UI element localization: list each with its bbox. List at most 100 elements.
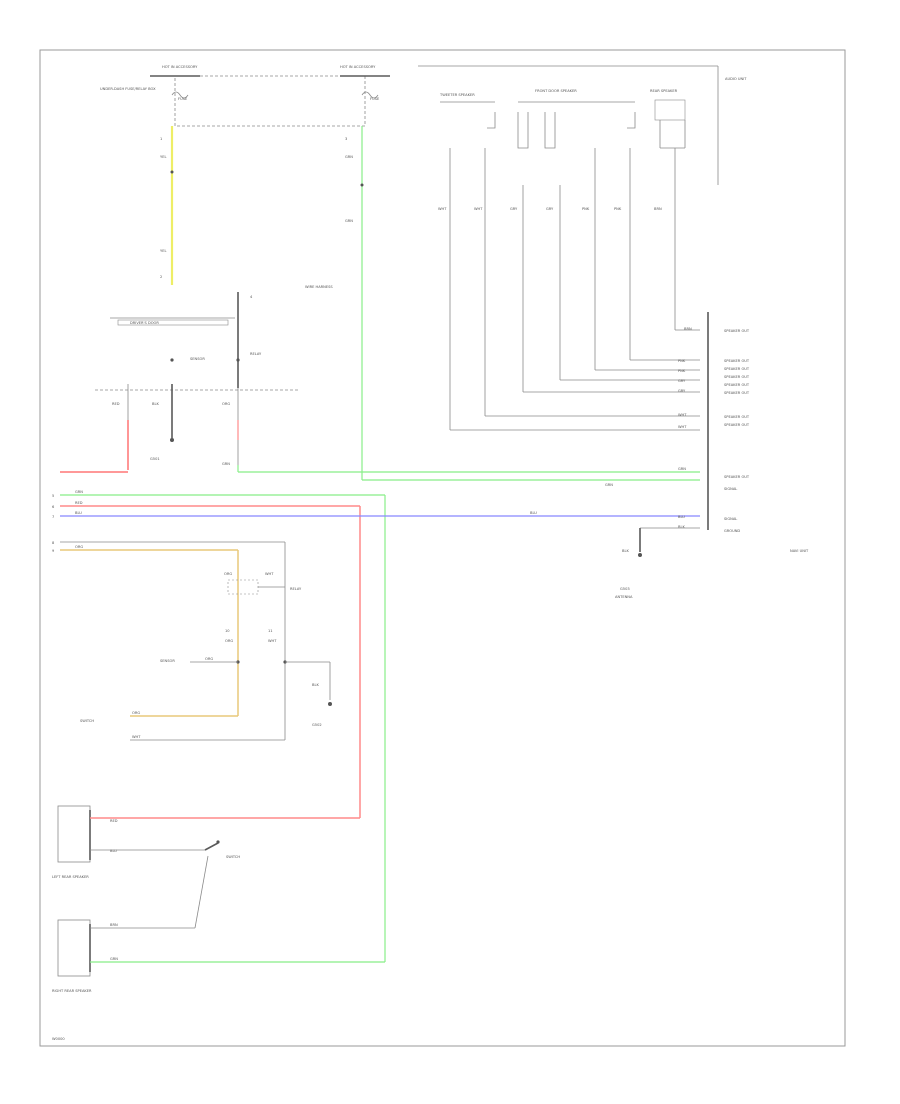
terminal-bracket [544, 112, 556, 149]
fuse-a-label: FUSE [178, 97, 188, 101]
wire-tag: YEL [160, 249, 166, 253]
wire-tag: BLU [530, 511, 537, 515]
junction-dot [236, 358, 240, 362]
ground-bottom-label: G503 [620, 587, 630, 591]
audio-unit: AUDIO UNIT TWEETER SPEAKER FRONT DOOR SP… [418, 65, 747, 185]
junction-dot [170, 170, 174, 174]
wire-tag: PNK [678, 369, 686, 373]
wire-tag: PNK [582, 207, 590, 211]
relay-side-label: RELAY [290, 587, 302, 591]
terminal-label: SPEAKER OUT [724, 391, 750, 395]
terminal-bracket [627, 112, 636, 129]
fuse-b-symbol [361, 91, 379, 99]
pin-label: 3 [345, 137, 347, 141]
right-speaker-label: RIGHT REAR SPEAKER [52, 989, 92, 993]
wire-tag: GRY [546, 207, 554, 211]
wire-tag: GRN [345, 155, 353, 159]
terminal-label: SPEAKER OUT [724, 415, 750, 419]
terminal-label: SPEAKER OUT [724, 329, 750, 333]
left-speaker-label: LEFT REAR SPEAKER [52, 875, 89, 879]
ground-dot [328, 702, 332, 706]
fuse-box-outline [174, 75, 366, 127]
pin-label: 7 [52, 515, 54, 519]
wire-tag: YEL [160, 155, 166, 159]
terminal-label: SPEAKER OUT [724, 475, 750, 479]
terminal-label: SPEAKER OUT [724, 375, 750, 379]
junction-dot [170, 358, 174, 362]
wire-tag: RED [110, 819, 118, 823]
terminal-label: SPEAKER OUT [724, 383, 750, 387]
wire-tag: GRN [678, 467, 686, 471]
speaker-1-label: TWEETER SPEAKER [439, 93, 475, 97]
wire-tag: WHT [268, 639, 277, 643]
top-mid-connector-label: HOT IN ACCESSORY [340, 65, 376, 69]
diagram-frame [39, 49, 846, 1047]
pin-label: 5 [52, 494, 54, 498]
pin-label: 1 [160, 137, 162, 141]
wire-tag: BLU [110, 849, 117, 853]
wire-tag: BLK [152, 402, 159, 406]
wire-tag: ORG [225, 639, 233, 643]
mid-switch-label: WIRE HARNESS [305, 285, 333, 289]
terminal-label: GROUND [724, 529, 740, 533]
wire-tag: WHT [438, 207, 447, 211]
wire-tag: BRN [684, 327, 692, 331]
sensor-label: SENSOR [190, 357, 205, 361]
wire-tag: GRN [345, 219, 353, 223]
wire-tag: GRN [110, 957, 118, 961]
wire-tag: ORG [224, 572, 232, 576]
right-unit: SPEAKER OUT SPEAKER OUT SPEAKER OUT SPEA… [678, 312, 809, 553]
switch-contact [204, 842, 219, 851]
wire-tag: ORG [222, 402, 230, 406]
driver-door-connector: DRIVER'S DOOR 4 WIRE HARNESS RELAY SENSO… [110, 285, 333, 388]
connector-body [117, 319, 229, 326]
bottom-switch-label: SWITCH [226, 855, 240, 859]
top-left-connector-label: HOT IN ACCESSORY [162, 65, 198, 69]
switch-label: SWITCH [80, 719, 94, 723]
wire-tag: ORG [205, 657, 213, 661]
terminal-label: SPEAKER OUT [724, 359, 750, 363]
wire-tag: BLU [75, 511, 82, 515]
pin-label: 4 [250, 295, 253, 299]
pin-label: 9 [52, 549, 55, 553]
ground-label-1: G501 [150, 457, 160, 461]
relay-block: ORG WHT RELAY 10 11 ORG WHT [224, 572, 302, 643]
ground-dot [170, 438, 174, 442]
left-rear-speaker: LEFT REAR SPEAKER RED BLU [52, 805, 118, 879]
pin-label: 10 [225, 629, 230, 633]
terminal-label: SPEAKER OUT [724, 367, 750, 371]
wire-tag: GRY [678, 389, 686, 393]
left-speaker-box [57, 805, 91, 863]
pin-label: 6 [52, 505, 55, 509]
terminal-bracket [487, 112, 496, 129]
pin-label: 11 [268, 629, 273, 633]
wire-tag: BRN [110, 923, 118, 927]
wire-tag: RED [112, 402, 120, 406]
wire-tag: GRY [510, 207, 518, 211]
fuse-b-label: FUSE [370, 97, 380, 101]
terminal-label: SIGNAL [724, 487, 737, 491]
wire-tag: WHT [678, 413, 687, 417]
speaker-2-label: FRONT DOOR SPEAKER [535, 89, 577, 93]
fuse-box: HOT IN ACCESSORY HOT IN ACCESSORY UNDER-… [100, 65, 390, 127]
wire-tag: PNK [678, 359, 686, 363]
terminal-label: SIGNAL [724, 517, 737, 521]
wire-tag: ORG [75, 545, 83, 549]
wire-tag: PNK [614, 207, 622, 211]
wire-tag: GRN [75, 490, 83, 494]
antenna-label: ANTENNA [615, 595, 633, 599]
terminal-bracket [517, 112, 529, 149]
junction-dot [360, 183, 364, 187]
relay-label: RELAY [250, 352, 262, 356]
ground-label-2: G502 [312, 723, 322, 727]
wire-tag: WHT [132, 735, 141, 739]
wire-tag: WHT [265, 572, 274, 576]
switch-dot [216, 840, 220, 844]
wire-tag: RED [75, 501, 83, 505]
pin-label: 2 [160, 275, 162, 279]
wire-tag: BLK [678, 525, 685, 529]
speaker-3-box [654, 99, 686, 121]
relay-outline [227, 579, 259, 595]
